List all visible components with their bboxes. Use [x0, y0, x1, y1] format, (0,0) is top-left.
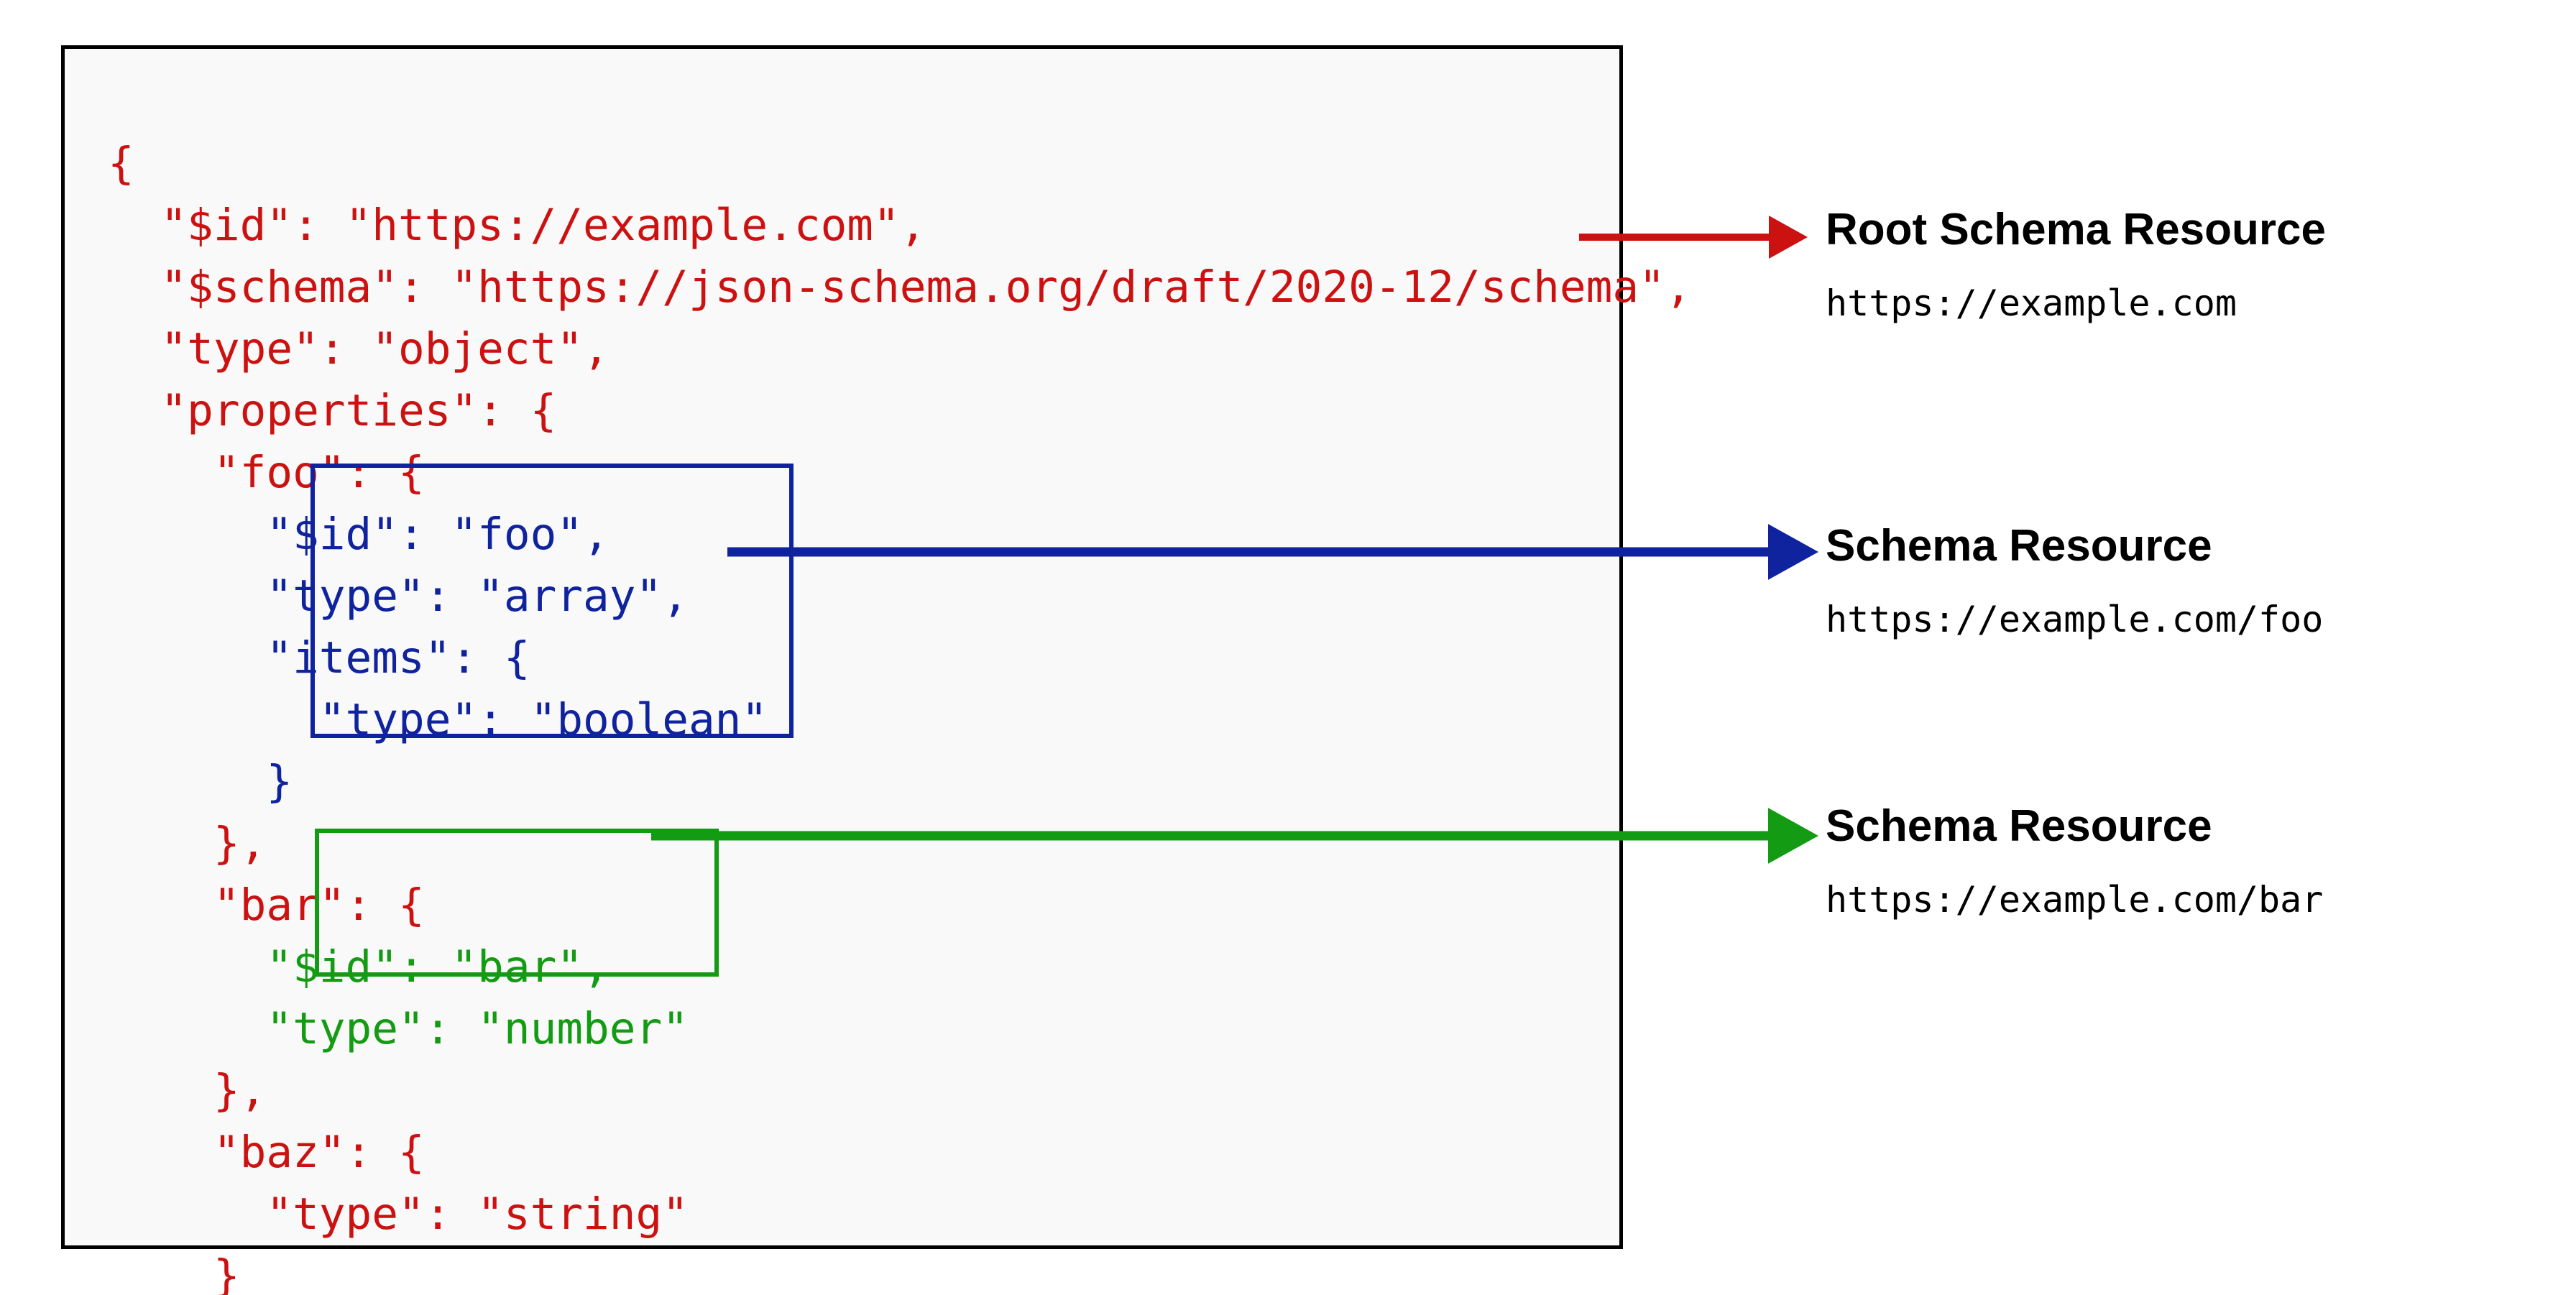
code-line: "$id": "foo",: [108, 509, 610, 560]
code-line: "$schema": "https://json-schema.org/draf…: [108, 262, 1692, 313]
code-panel: { "$id": "https://example.com", "$schema…: [61, 45, 1692, 1295]
code-line: "$id": "https://example.com",: [108, 200, 926, 251]
foo-schema-url: https://example.com/foo: [1826, 599, 2324, 640]
code-line: "type": "array",: [108, 571, 689, 622]
foo-schema-label-group: Schema Resource https://example.com/foo: [1826, 520, 2544, 642]
code-line: "bar": {: [108, 880, 425, 931]
code-line: "items": {: [108, 632, 530, 683]
json-code-block: { "$id": "https://example.com", "$schema…: [108, 133, 1692, 1295]
root-schema-title: Root Schema Resource: [1826, 205, 2326, 254]
root-schema-label-group: Root Schema Resource https://example.com: [1826, 203, 2544, 326]
code-line: "$id": "bar",: [108, 941, 610, 992]
code-line: "type": "object",: [108, 323, 610, 374]
code-line: },: [108, 1065, 267, 1116]
code-line: "foo": {: [108, 447, 425, 498]
bar-schema-title: Schema Resource: [1826, 801, 2212, 851]
bar-schema-url: https://example.com/bar: [1826, 879, 2324, 921]
bar-schema-label-group: Schema Resource https://example.com/bar: [1826, 800, 2544, 922]
code-line: },: [108, 818, 267, 869]
foo-schema-title: Schema Resource: [1826, 521, 2212, 571]
code-line: "properties": {: [108, 385, 557, 436]
code-line: "type": "string": [108, 1189, 689, 1240]
code-line: "type": "number": [108, 1003, 689, 1054]
code-line: "type": "boolean": [108, 694, 768, 745]
root-schema-url: https://example.com: [1826, 282, 2237, 324]
code-line: "baz": {: [108, 1127, 425, 1178]
code-line: }: [108, 1250, 240, 1295]
code-line: }: [108, 756, 293, 807]
code-line: {: [108, 138, 134, 189]
